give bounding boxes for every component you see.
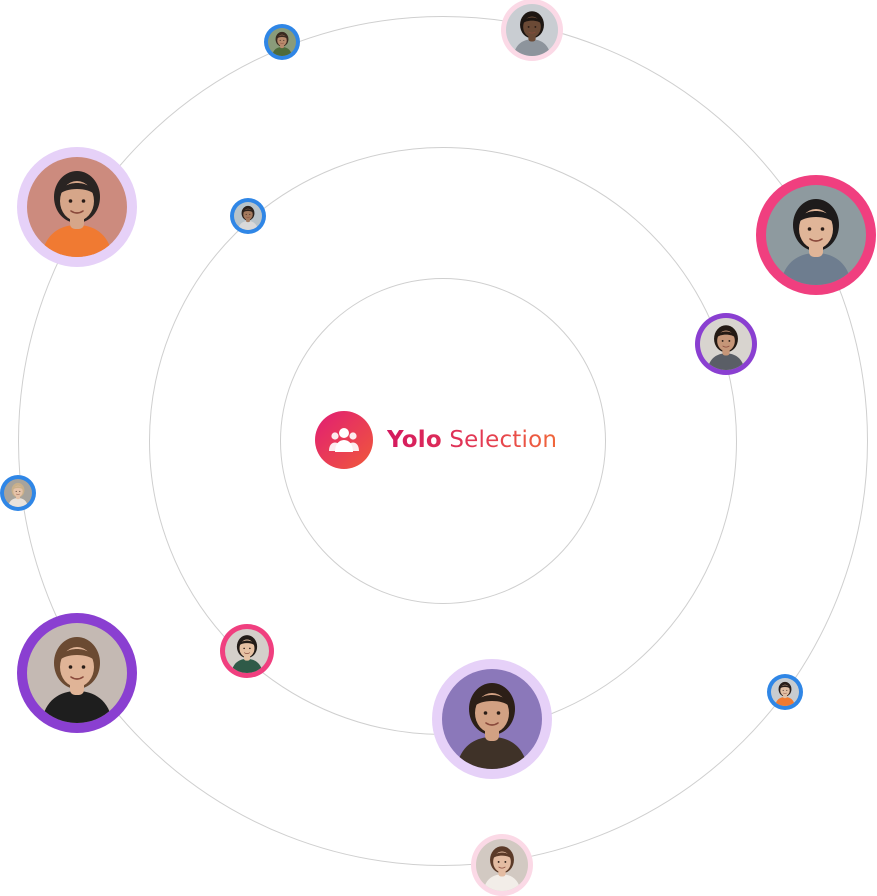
avatar-man-beard-small[interactable] bbox=[230, 198, 266, 234]
orbit-ring-inner bbox=[280, 278, 606, 604]
avatar-photo bbox=[476, 839, 528, 891]
avatar-photo bbox=[700, 318, 752, 370]
brand-logo: Yolo Selection bbox=[315, 411, 557, 469]
orbit-ring-outer bbox=[18, 16, 868, 866]
avatar-woman-glasses-small[interactable] bbox=[0, 475, 36, 511]
avatar-photo bbox=[442, 669, 542, 769]
avatar-photo bbox=[771, 678, 799, 706]
users-group-icon bbox=[315, 411, 373, 469]
avatar-photo bbox=[234, 202, 262, 230]
avatar-woman-orange-sweater[interactable] bbox=[17, 147, 137, 267]
avatar-woman-long-hair[interactable] bbox=[17, 613, 137, 733]
avatar-man-curly-hair[interactable] bbox=[432, 659, 552, 779]
avatar-woman-green-top[interactable] bbox=[220, 624, 274, 678]
brand-name-bold: Yolo bbox=[387, 427, 442, 453]
avatar-woman-orange-top-small[interactable] bbox=[767, 674, 803, 710]
brand-name-rest: Selection bbox=[449, 427, 558, 453]
brand-name: Yolo Selection bbox=[387, 427, 557, 453]
avatar-woman-brown-hair[interactable] bbox=[471, 834, 533, 896]
avatar-woman-patterned-top[interactable] bbox=[756, 175, 876, 295]
avatar-man-dark-beard[interactable] bbox=[695, 313, 757, 375]
avatar-photo bbox=[27, 157, 127, 257]
avatar-photo bbox=[4, 479, 32, 507]
avatar-photo bbox=[268, 28, 296, 56]
avatar-photo bbox=[766, 185, 866, 285]
avatar-man-grey-shirt[interactable] bbox=[501, 0, 563, 61]
avatar-photo bbox=[27, 623, 127, 723]
avatar-photo bbox=[225, 629, 269, 673]
avatar-photo bbox=[506, 4, 558, 56]
avatar-man-green-jacket[interactable] bbox=[264, 24, 300, 60]
